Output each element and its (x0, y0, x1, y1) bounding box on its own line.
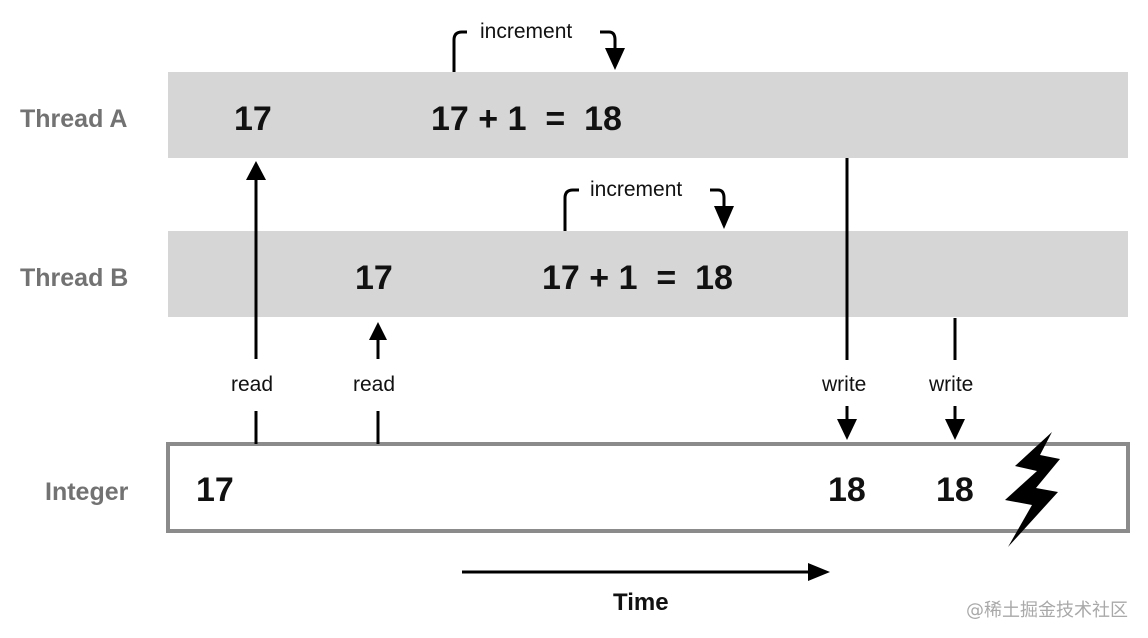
thread-a-read-value: 17 (234, 100, 272, 138)
write-a-label: write (821, 373, 866, 396)
thread-a-increment-bracket (452, 30, 617, 72)
integer-after-write-b: 18 (936, 471, 974, 509)
thread-b-band (168, 231, 1128, 317)
thread-b-label: Thread B (20, 264, 128, 292)
thread-a-calculation: 17 + 1 = 18 (431, 100, 622, 138)
time-axis-arrowhead (808, 563, 830, 581)
read-b-arrowhead (369, 322, 387, 340)
integer-initial-value: 17 (196, 471, 234, 509)
thread-a-band (168, 72, 1128, 158)
thread-b-calculation: 17 + 1 = 18 (542, 259, 733, 297)
time-label: Time (613, 589, 669, 616)
thread-a-increment-arrowhead (605, 48, 625, 70)
integer-after-write-a: 18 (828, 471, 866, 509)
write-b-arrowhead (945, 419, 965, 440)
read-a-arrowhead (246, 161, 266, 180)
thread-b-increment-label: increment (590, 178, 682, 201)
thread-a-label: Thread A (20, 105, 127, 133)
watermark-text: @稀土掘金技术社区 (966, 600, 1128, 621)
write-a-arrowhead (837, 419, 857, 440)
write-b-label: write (928, 373, 973, 396)
thread-b-read-value: 17 (355, 259, 393, 297)
integer-box (166, 442, 1130, 533)
thread-b-increment-arrowhead (714, 206, 734, 229)
thread-a-increment-label: increment (480, 20, 572, 43)
thread-b-increment-bracket (563, 188, 726, 231)
read-a-label: read (231, 373, 273, 396)
read-b-label: read (353, 373, 395, 396)
integer-label: Integer (45, 478, 129, 506)
lightning-bolt-icon (1005, 432, 1060, 547)
